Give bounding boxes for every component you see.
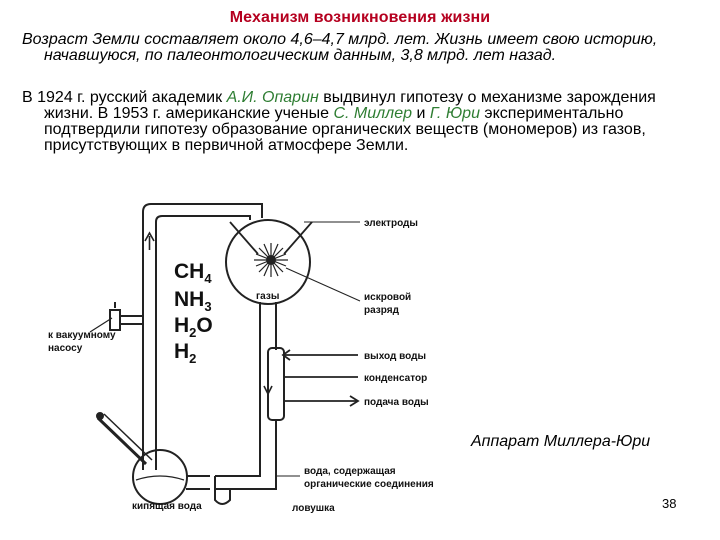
- label-water-in: подача воды: [364, 397, 429, 408]
- diagram-caption: Аппарат Миллера-Юри: [471, 433, 651, 450]
- paragraph-text-2: выдвинул гипотезу о механизме зарождения…: [44, 89, 656, 122]
- formula-h2: H2: [174, 340, 196, 366]
- formula-ch4: CH4: [174, 260, 212, 286]
- label-trap: ловушка: [292, 503, 335, 514]
- label-boiling-water: кипящая вода: [132, 501, 202, 512]
- paragraph-text-1: В 1924 г. русский академик: [22, 89, 227, 106]
- label-electrodes: электроды: [364, 218, 418, 229]
- label-spark-1: искровой: [364, 292, 411, 303]
- label-spark-2: разряд: [364, 305, 400, 316]
- name-oparin: А.И. Опарин: [226, 89, 319, 106]
- name-urey: Г. Юри: [429, 105, 480, 122]
- formula-nh3: NH3: [174, 288, 212, 314]
- label-condenser: конденсатор: [364, 373, 427, 384]
- page-number: 38: [662, 496, 677, 511]
- label-vacuum-2: насосу: [48, 343, 83, 354]
- paragraph-text-and: и: [412, 105, 430, 122]
- paragraph-earth-age: Возраст Земли составляет около 4,6–4,7 м…: [22, 31, 658, 64]
- paragraph-text-3: экспериментально подтвердили гипотезу об…: [44, 105, 646, 154]
- paragraph-hypothesis: В 1924 г. русский академик А.И. Опарин в…: [22, 90, 684, 154]
- name-miller: С. Миллер: [333, 105, 412, 122]
- slide-title: Механизм возникновения жизни: [229, 9, 491, 26]
- label-water-organic-1: вода, содержащая: [304, 466, 396, 477]
- formula-h2o: H2O: [174, 314, 213, 340]
- label-water-organic-2: органические соединения: [304, 479, 434, 490]
- label-water-out: выход воды: [364, 351, 426, 362]
- label-vacuum-1: к вакуумному: [48, 330, 116, 341]
- label-gases: газы: [256, 291, 279, 302]
